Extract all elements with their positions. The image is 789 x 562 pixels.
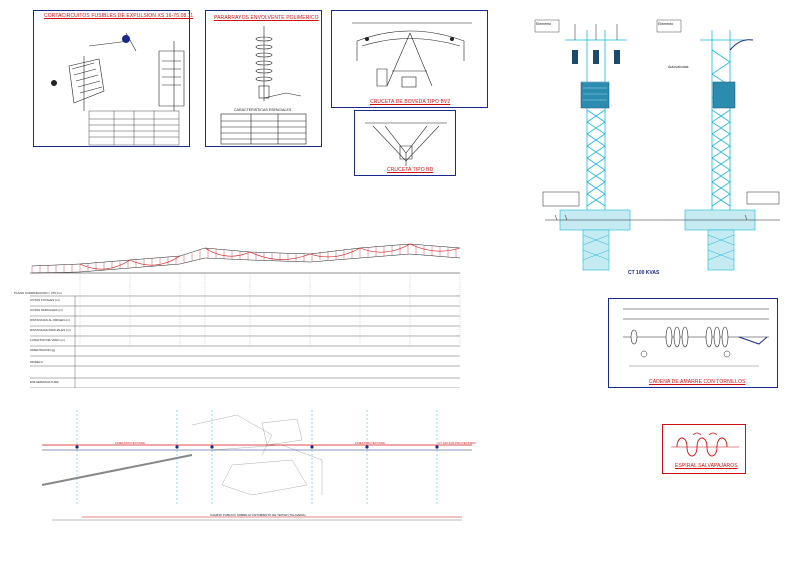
crossarm-bv2-title: CRUCETA DE BOVEDA TIPO BV2	[370, 99, 451, 105]
tower-label-3: Autovalvulas	[668, 65, 689, 69]
bird-spiral-title: ESPIRAL SALVAPAJAROS	[675, 463, 738, 469]
cutout-fuse-title: CORTACIRCUITOS FUSIBLES DE EXPULSION XS …	[44, 13, 194, 19]
surge-arrester-panel: PARARRAYOS ENVOLVENTE POLIMERICO	[205, 10, 322, 147]
profile-row-7: MODELO	[30, 360, 44, 364]
tower-label-1: Elemento	[536, 22, 552, 26]
cutout-fuse-drawing	[51, 32, 185, 146]
crossarm-bv2-drawing	[352, 22, 472, 88]
insulator-chain-title: CADENA DE AMARRE CON TORNILLOS	[649, 379, 746, 385]
profile-row-5: LONGITUD DE VANO (m)	[30, 338, 65, 342]
transformer-rating: CT 100 KVAS	[628, 270, 660, 276]
profile-row-4: DISTANCIAS PARCIALES (m)	[30, 328, 71, 332]
surge-arrester-drawing	[220, 26, 307, 145]
insulator-chain-panel: CADENA DE AMARRE CON TORNILLOS	[608, 298, 778, 388]
profile-row-3: DISTANCIAS AL ORIGEN (m)	[30, 318, 71, 322]
surge-arrester-title: PARARRAYOS ENVOLVENTE POLIMERICO	[214, 15, 319, 21]
crossarm-bd-title: CRUCETA TIPO BD	[387, 167, 434, 173]
tower-label-2: Elemento	[658, 22, 674, 26]
profile-row-6: ORIENTACION (g)	[30, 348, 56, 352]
longitudinal-profile	[30, 243, 461, 388]
crossarm-bd-panel: CRUCETA TIPO BD	[354, 110, 456, 176]
crossarm-bd-drawing	[365, 122, 447, 166]
plan-line-label-2: LINEA PROYECTADA	[355, 441, 385, 445]
crossarm-bv2-panel: CRUCETA DE BOVEDA TIPO BV2	[331, 10, 488, 108]
plan-view	[41, 410, 472, 521]
cutout-fuse-panel: CORTACIRCUITOS FUSIBLES DE EXPULSION XS …	[33, 10, 194, 147]
plan-road-label: CAMINO PUBLICO SOBRE AYUNTAMIENTO DE TEI…	[210, 513, 306, 517]
profile-row-1: COTAS TOTALES (m)	[30, 298, 60, 302]
plan-ct-label: CT 100 KVA PROYECTADO	[438, 441, 476, 445]
bird-spiral-drawing	[671, 432, 739, 457]
profile-row-2: COTAS PARCIALES (m)	[30, 308, 63, 312]
profile-row-8: ESFUERZO/ALTURA	[30, 380, 59, 384]
profile-datum: PLANO COMPARACION = 375,0 m	[14, 291, 62, 295]
surge-arrester-table-title: CARACTERISTICAS ESENCIALES	[234, 108, 292, 112]
insulator-chain-drawing	[623, 308, 769, 367]
plan-line-label-1: LINEA PROYECTADA	[115, 441, 145, 445]
transformer-tower-elevations	[534, 19, 780, 271]
bird-spiral-panel: ESPIRAL SALVAPAJAROS	[662, 424, 746, 474]
